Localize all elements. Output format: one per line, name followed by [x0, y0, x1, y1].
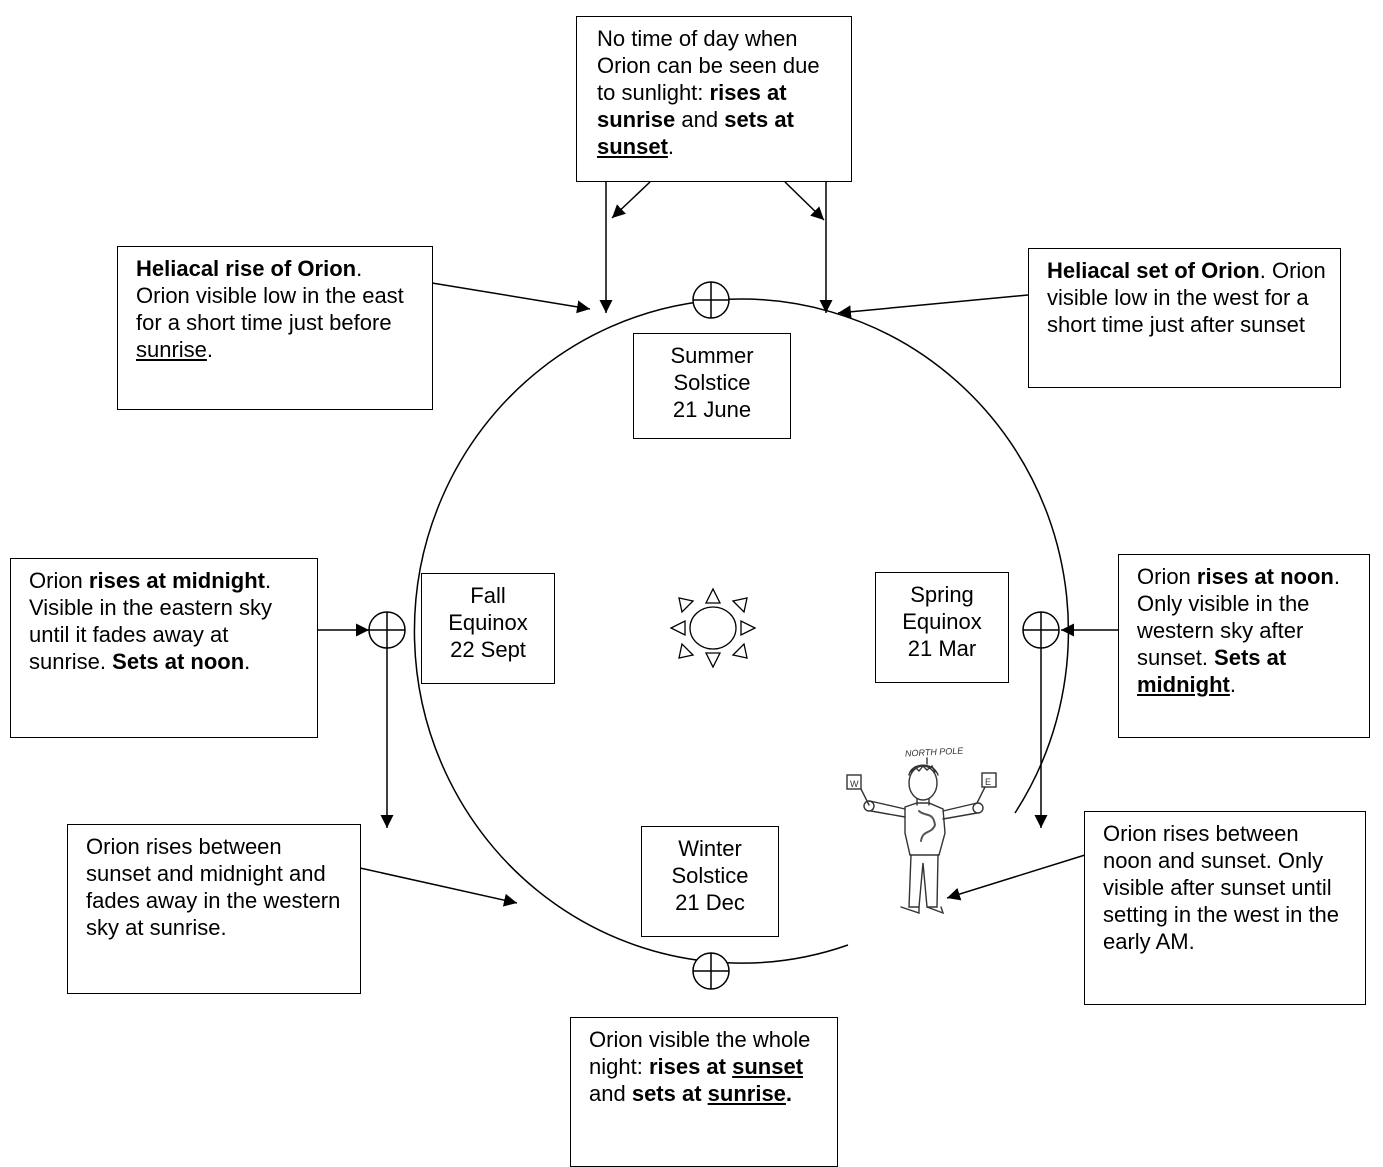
rises-midnight-period: .: [244, 649, 251, 674]
winter-date: 21 Dec: [675, 890, 745, 915]
whole-night-rises: rises at: [648, 1054, 733, 1079]
heliacal-rise-title: Heliacal rise of Orion: [136, 256, 357, 281]
summer-line2: Solstice: [673, 370, 751, 395]
callout-heliacal-set: Heliacal set of Orion. Orion visible low…: [1028, 248, 1341, 388]
callout-rises-midnight: Orion rises at midnight. Visible in the …: [10, 558, 318, 738]
rises-midnight-text2: . Visible in the eastern sky until it fa…: [29, 568, 272, 674]
observer-figure: NORTH POLE W E: [846, 745, 997, 915]
sunset-midnight-text: Orion rises between sunset and midnight …: [86, 834, 341, 940]
callout-no-visibility: No time of day when Orion can be seen du…: [576, 16, 852, 182]
fall-line2: Equinox: [448, 610, 528, 635]
arrow-heliacal-set: [837, 294, 1029, 319]
summer-line1: Summer: [670, 343, 754, 368]
flag-e: E: [985, 777, 991, 787]
fall-date: 22 Sept: [450, 637, 526, 662]
season-winter-solstice: Winter Solstice 21 Dec: [641, 826, 779, 937]
heliacal-set-title: Heliacal set of Orion: [1047, 258, 1260, 283]
winter-line2: Solstice: [671, 863, 749, 888]
whole-night-period: .: [785, 1081, 793, 1106]
heliacal-rise-sunrise: sunrise: [136, 337, 207, 362]
heliacal-set-text: . Orion visible low in the west for a sh…: [1047, 258, 1326, 337]
earth-icon-bottom: [692, 952, 730, 990]
rises-midnight-bold: rises at midnight: [88, 568, 265, 593]
callout-between-sunset-midnight: Orion rises between sunset and midnight …: [67, 824, 361, 994]
heliacal-rise-text: . Orion visible low in the east for a sh…: [136, 256, 404, 335]
callout-top-text: No time of day when Orion can be seen du…: [597, 26, 820, 105]
rises-midnight-text1: Orion: [29, 568, 89, 593]
callout-top-bold-sets: sets at: [724, 107, 794, 132]
whole-night-sunset: sunset: [732, 1054, 804, 1079]
earth-icon-left: [368, 611, 406, 649]
arrow-sunset-midnight: [359, 867, 518, 907]
season-spring-equinox: Spring Equinox 21 Mar: [875, 572, 1009, 683]
season-summer-solstice: Summer Solstice 21 June: [633, 333, 791, 439]
rises-noon-text1: Orion: [1137, 564, 1197, 589]
sun-icon: [669, 587, 757, 669]
sets-midnight-underline: midnight: [1137, 672, 1230, 697]
heliacal-rise-period: .: [206, 337, 214, 362]
arrow-noon-sunset: [946, 854, 1086, 901]
rises-noon-period: .: [1229, 672, 1236, 697]
season-fall-equinox: Fall Equinox 22 Sept: [421, 573, 555, 684]
orbit-ellipse: [413, 298, 1070, 964]
fall-line1: Fall: [470, 583, 506, 608]
callout-top-period: .: [667, 134, 675, 159]
flag-w: W: [850, 779, 859, 789]
whole-night-and: and: [589, 1081, 632, 1106]
earth-icon-top: [692, 281, 730, 319]
arrow-heliacal-rise: [431, 282, 591, 314]
callout-top-bold-rises: rises at sunrise: [597, 80, 787, 132]
whole-night-text1: Orion visible the whole night:: [589, 1027, 811, 1079]
sets-noon-bold: Sets at noon: [112, 649, 245, 674]
whole-night-sunrise: sunrise: [707, 1081, 786, 1106]
callout-rises-noon: Orion rises at noon. Only visible in the…: [1118, 554, 1370, 738]
arrow-top-diag-right: [784, 181, 825, 221]
arrow-top-diag-left: [611, 181, 651, 219]
earth-icon-right: [1022, 611, 1060, 649]
rises-noon-text2: . Only visible in the western sky after …: [1137, 564, 1340, 670]
winter-line1: Winter: [678, 836, 742, 861]
rises-noon-bold: rises at noon: [1196, 564, 1334, 589]
whole-night-sets: sets at: [631, 1081, 708, 1106]
sets-at-bold: Sets at: [1214, 645, 1287, 670]
spring-date: 21 Mar: [907, 636, 977, 661]
summer-date: 21 June: [672, 397, 752, 422]
callout-top-and: and: [675, 107, 725, 132]
callout-whole-night: Orion visible the whole night: rises at …: [570, 1017, 838, 1167]
noon-sunset-text: Orion rises between noon and sunset. Onl…: [1103, 821, 1340, 954]
hat-label: NORTH POLE: [905, 745, 965, 758]
spring-line1: Spring: [910, 582, 974, 607]
callout-between-noon-sunset: Orion rises between noon and sunset. Onl…: [1084, 811, 1366, 1005]
spring-line2: Equinox: [902, 609, 982, 634]
callout-top-sunset: sunset: [597, 134, 668, 159]
callout-heliacal-rise: Heliacal rise of Orion. Orion visible lo…: [117, 246, 433, 410]
